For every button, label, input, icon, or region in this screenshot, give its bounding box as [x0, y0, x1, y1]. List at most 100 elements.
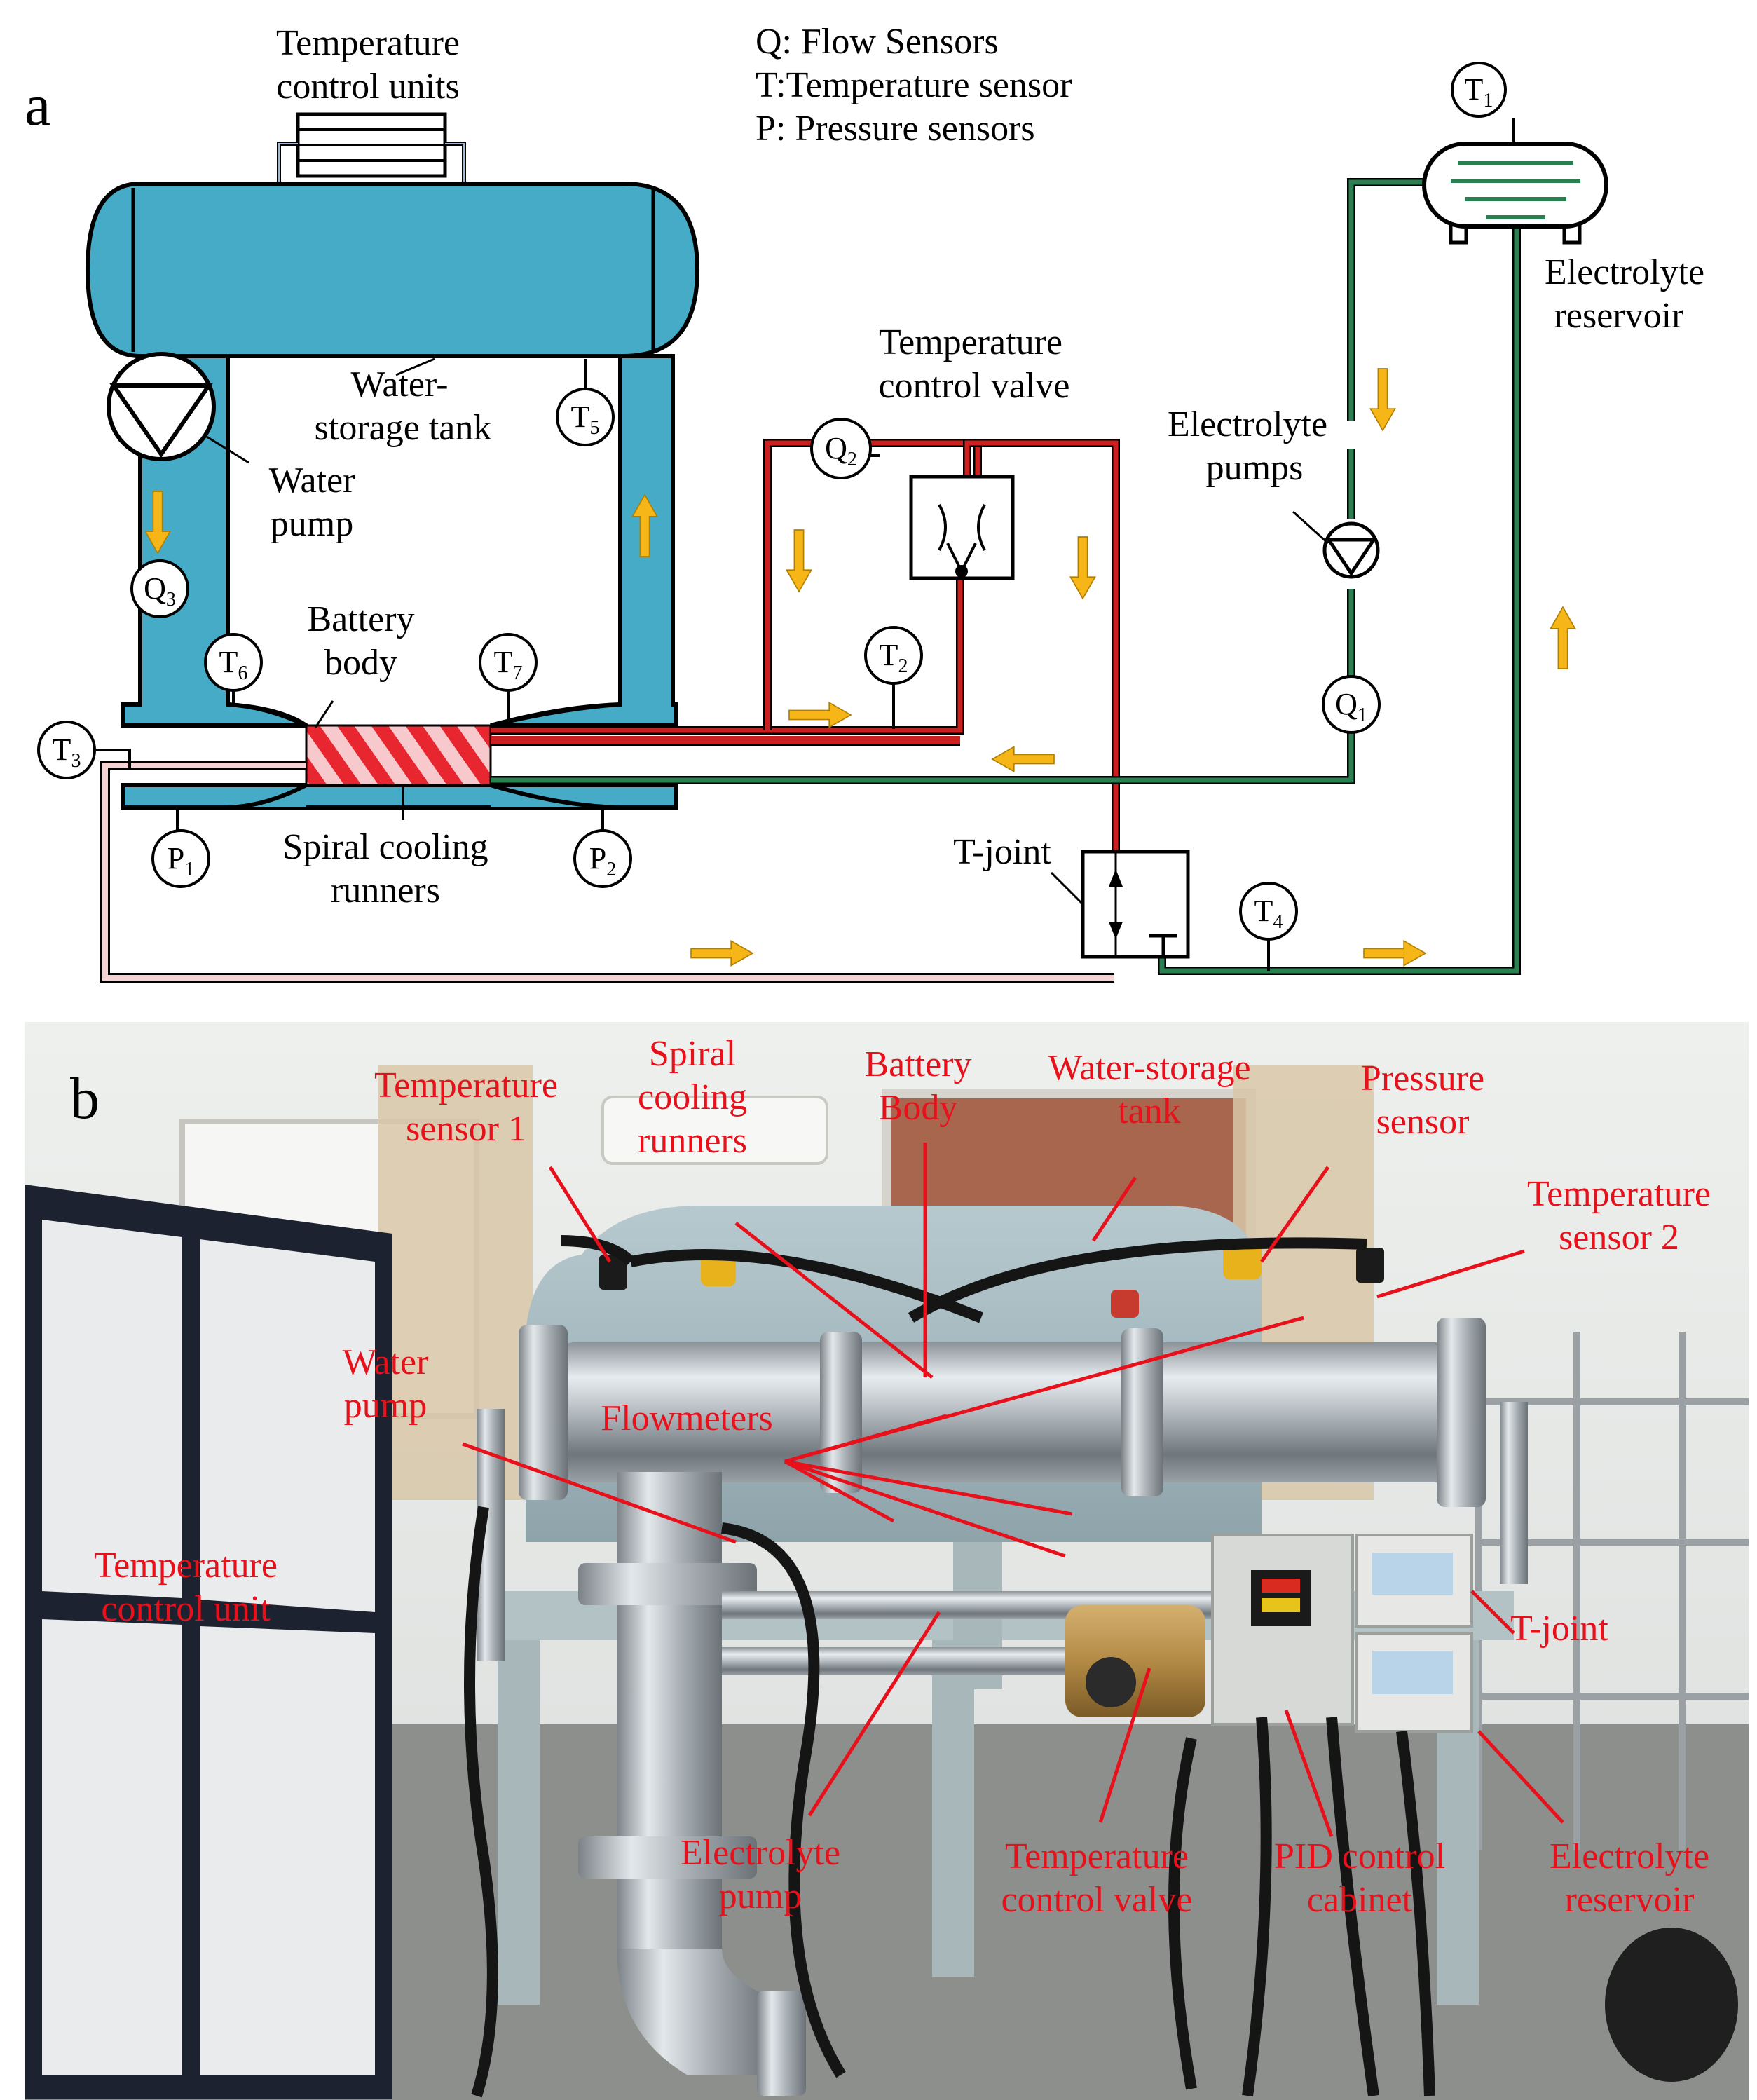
ann-reservoir-line2: reservoir — [1565, 1880, 1695, 1920]
panel-a: a Q: Flow Sensors T:Temperature sensor P… — [25, 22, 1704, 983]
legend-flow: Q: Flow Sensors — [756, 22, 999, 62]
sensor-q3: Q3 — [130, 559, 189, 618]
temp-control-units-label-2: control units — [276, 67, 459, 107]
photo-pid-cabinet — [1211, 1534, 1473, 1733]
electrolyte-pumps-label-1: Electrolyte — [1168, 404, 1327, 444]
svg-text:P2: P2 — [589, 841, 616, 880]
svg-text:T7: T7 — [494, 645, 523, 684]
t-joint-label: T-joint — [953, 832, 1051, 872]
temperature-control-units: Temperature control units — [276, 23, 466, 184]
spiral-runners-label-2: runners — [331, 871, 440, 911]
water-tank-label-2: storage tank — [315, 408, 492, 448]
ann-temp-sensor-1-line1: Temperature — [374, 1065, 558, 1105]
svg-text:T2: T2 — [880, 638, 908, 677]
ann-temp-valve-line1: Temperature — [1005, 1836, 1189, 1876]
electrolyte-pump: Electrolyte pumps — [1168, 404, 1380, 579]
ann-temp-control-unit-line2: control unit — [101, 1589, 271, 1629]
water-pump-label-2: pump — [271, 504, 353, 544]
svg-text:T5: T5 — [571, 400, 600, 439]
annotation-leaders — [462, 1143, 1564, 1837]
photo-annotations: Temperature sensor 1 Spiral cooling runn… — [94, 1034, 1711, 1920]
ann-flowmeters: Flowmeters — [601, 1398, 773, 1438]
svg-text:Q3: Q3 — [144, 571, 176, 611]
legend-pressure: P: Pressure sensors — [756, 109, 1035, 149]
temperature-control-cabinet — [25, 1185, 392, 2099]
legend-temperature: T:Temperature sensor — [756, 65, 1072, 105]
ann-pid-line1: PID control — [1274, 1836, 1445, 1876]
ann-temp-sensor-2-line2: sensor 2 — [1559, 1218, 1679, 1257]
sensor-t7: T7 — [479, 633, 538, 692]
ann-electrolyte-pump-line2: pump — [719, 1876, 802, 1916]
sensor-t6: T6 — [204, 633, 263, 692]
return-line — [100, 761, 1114, 983]
t-joint: T-joint — [953, 832, 1190, 959]
photo-temperature-valve — [1065, 1605, 1205, 1717]
battery-body: Battery body Spiral cooling runners — [282, 599, 492, 911]
battery-body-label-2: body — [324, 643, 397, 683]
electrolyte-loop — [491, 178, 1521, 975]
sensor-p1: P1 — [151, 829, 210, 888]
svg-text:T4: T4 — [1254, 894, 1283, 933]
photo-pump-column — [578, 1472, 806, 2096]
svg-text:Q2: Q2 — [825, 431, 857, 470]
sensor-p2: P2 — [573, 829, 632, 888]
ann-battery-line1: Battery — [864, 1044, 971, 1084]
photo-cable-reel — [1605, 1928, 1738, 2082]
curtain-left — [378, 1065, 533, 1500]
temperature-control-valve: Temperature control valve — [879, 322, 1069, 580]
panel-b: b Temperature sensor 1 Spiral cooling ru… — [25, 1022, 1749, 2100]
panel-a-letter: a — [25, 73, 50, 138]
ann-battery-line2: Body — [879, 1088, 958, 1128]
sensor-t5: T5 — [556, 388, 615, 446]
ann-water-pump-line1: Water — [343, 1342, 429, 1382]
ann-reservoir-line1: Electrolyte — [1550, 1836, 1709, 1876]
water-storage-tank: Water- storage tank — [85, 182, 700, 448]
electrolyte-reservoir: Electrolyte reservoir — [1422, 118, 1704, 336]
battery-body-label-1: Battery — [307, 599, 414, 639]
svg-text:T6: T6 — [219, 645, 248, 684]
sensor-t3: T3 — [37, 721, 96, 779]
svg-text:T3: T3 — [53, 732, 81, 772]
ann-temp-control-unit-line1: Temperature — [94, 1546, 278, 1586]
sensor-t4: T4 — [1239, 882, 1298, 941]
ann-spiral-line2: cooling — [638, 1077, 747, 1117]
photo-sensors — [599, 1241, 1384, 1318]
reservoir-label-1: Electrolyte — [1545, 252, 1704, 292]
ann-temp-sensor-2-line1: Temperature — [1527, 1174, 1711, 1214]
ann-t-joint: T-joint — [1510, 1609, 1608, 1649]
electrolyte-pumps-label-2: pumps — [1206, 448, 1304, 488]
ann-pid-line2: cabinet — [1307, 1880, 1413, 1920]
sensors: T1 T2 T3 T4 T5 T6 — [37, 62, 1507, 941]
water-tank-label-1: Water- — [350, 364, 448, 404]
sensor-t2: T2 — [864, 626, 923, 685]
ann-spiral-line1: Spiral — [649, 1034, 736, 1074]
spiral-runners-label-1: Spiral cooling — [282, 827, 488, 867]
ann-pressure-line1: Pressure — [1361, 1058, 1484, 1098]
air-conditioner — [601, 1096, 828, 1165]
svg-text:Q1: Q1 — [1335, 687, 1367, 726]
ann-water-tank-line1: Water-storage — [1048, 1048, 1250, 1088]
valve-label-1: Temperature — [879, 322, 1062, 362]
panel-b-letter: b — [70, 1066, 100, 1131]
ann-electrolyte-pump-line1: Electrolyte — [681, 1833, 840, 1873]
water-pump-label-1: Water — [269, 461, 355, 500]
water-pump: Water pump — [107, 352, 355, 544]
ann-spiral-line3: runners — [638, 1121, 747, 1161]
ann-temp-valve-line2: control valve — [1001, 1880, 1193, 1920]
sensor-q1: Q1 — [1322, 675, 1381, 734]
photo-main-pipe — [519, 1318, 1486, 1507]
ann-pressure-line2: sensor — [1376, 1102, 1470, 1142]
legend: Q: Flow Sensors T:Temperature sensor P: … — [756, 22, 1072, 149]
hot-electrolyte-loop — [491, 439, 1120, 852]
svg-text:P1: P1 — [168, 841, 194, 880]
sensor-q2: Q2 — [810, 418, 872, 479]
ann-temp-sensor-1-line2: sensor 1 — [406, 1109, 526, 1149]
sensor-t1: T1 — [1451, 62, 1507, 118]
reservoir-label-2: reservoir — [1554, 296, 1684, 336]
ann-water-tank-line2: tank — [1118, 1091, 1181, 1131]
svg-text:T1: T1 — [1465, 72, 1493, 111]
temp-control-units-label-1: Temperature — [276, 23, 460, 63]
ann-water-pump-line2: pump — [344, 1386, 427, 1426]
